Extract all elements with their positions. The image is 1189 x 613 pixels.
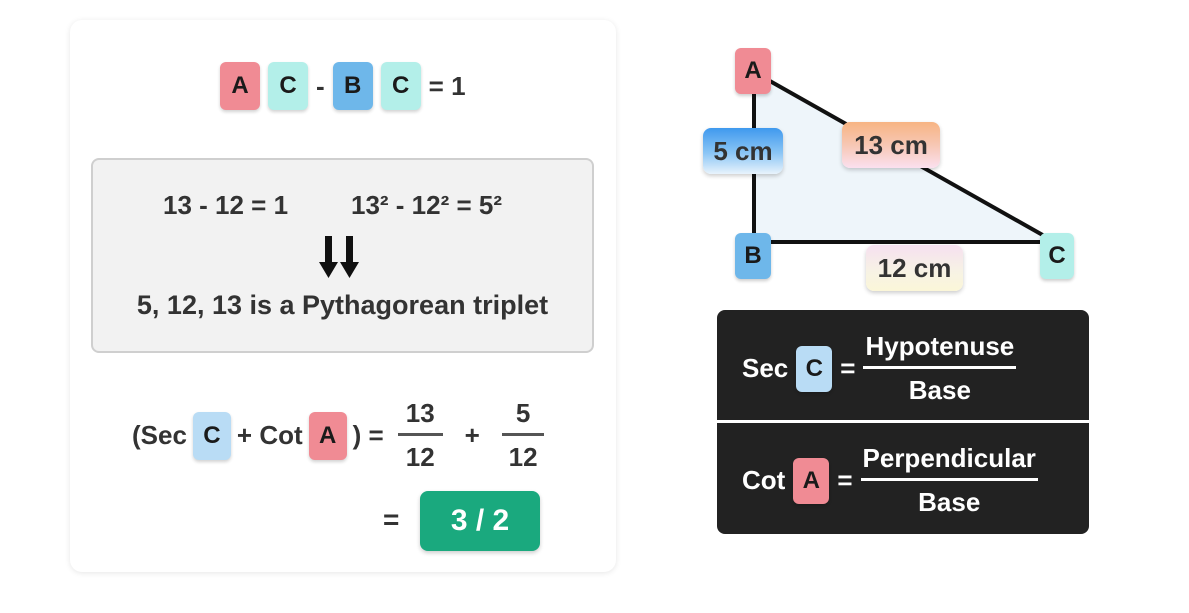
side-ab-label: 5 cm (703, 128, 783, 174)
side-ac-label: 13 cm (842, 122, 940, 168)
square-equation: 13² - 12² = 5² (351, 190, 503, 220)
triplet-box: 13 - 12 = 1 13² - 12² = 5² 5, 12, 13 is … (91, 158, 594, 353)
triplet-conclusion: 5, 12, 13 is a Pythagorean triplet (136, 290, 549, 320)
fraction-13-12: 13 12 (397, 398, 443, 473)
plus-cot-label: + Cot (236, 420, 303, 450)
fraction-5-12: 5 12 (501, 398, 545, 473)
formula-divider (717, 420, 1089, 423)
cot-label: Cot (742, 465, 786, 495)
close-equals: ) = (352, 420, 384, 450)
plus-sign: + (464, 420, 480, 450)
tile-c-sec: C (192, 411, 231, 460)
fraction-numerator: 13 (397, 398, 443, 436)
solution-card: A C - B C = 1 13 - 12 = 1 13² - 12² = 5²… (70, 20, 616, 572)
sec-formula: Sec C = Hypotenuse Base (742, 331, 1017, 406)
base-denominator: Base (908, 375, 971, 405)
tile-c-2: C (380, 62, 421, 110)
tile-a: A (220, 62, 260, 110)
tile-a-cot: A (308, 411, 347, 460)
minus-sign: - (316, 70, 325, 101)
tile-b: B (332, 62, 373, 110)
tile-a: A (793, 457, 830, 504)
sum-expression: (Sec C + Cot A ) = 13 12 + 5 12 (132, 398, 550, 473)
sec-fraction: Hypotenuse Base (863, 331, 1017, 406)
tile-c: C (268, 62, 308, 110)
vertex-a: A (735, 48, 771, 94)
sec-label: Sec (742, 353, 789, 383)
equals-sign: = (840, 353, 856, 383)
cot-formula: Cot A = Perpendicular Base (742, 443, 1038, 518)
top-equation: A C - B C = 1 (220, 62, 466, 110)
side-bc-label: 12 cm (866, 245, 963, 291)
perpendicular-numerator: Perpendicular (860, 443, 1038, 481)
cot-fraction: Perpendicular Base (860, 443, 1038, 518)
difference-equation: 13 - 12 = 1 (163, 190, 289, 220)
base-denominator: Base (918, 487, 981, 517)
fraction-denominator: 12 (508, 442, 538, 472)
final-equals: = (383, 504, 400, 535)
equals-sign: = (837, 465, 853, 495)
hypotenuse-numerator: Hypotenuse (863, 331, 1017, 369)
vertex-c: C (1040, 233, 1074, 279)
answer-badge: 3 / 2 (420, 491, 540, 551)
sec-label: (Sec (132, 420, 187, 450)
double-down-arrow-icon (319, 236, 359, 278)
formula-box: Sec C = Hypotenuse Base Cot A = Perpendi… (717, 310, 1089, 534)
equals-one: = 1 (428, 70, 466, 101)
vertex-b: B (735, 233, 771, 279)
fraction-numerator: 5 (501, 398, 545, 436)
tile-c: C (796, 345, 833, 392)
fraction-denominator: 12 (405, 442, 435, 472)
